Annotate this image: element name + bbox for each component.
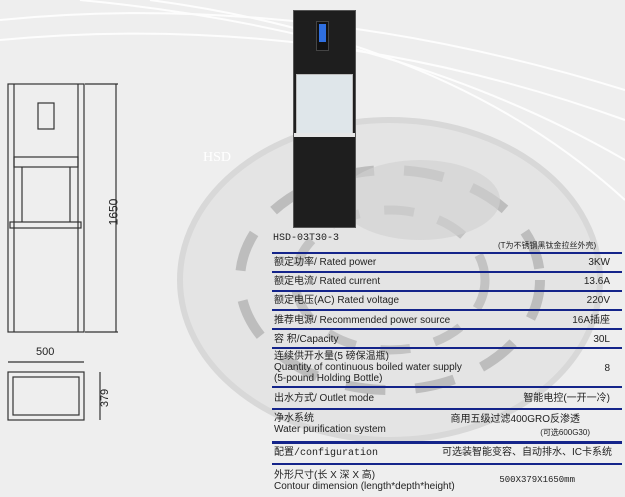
dispensing-area (296, 74, 353, 134)
spec-label: 额定电压(AC) Rated voltage (274, 295, 400, 306)
water-dispenser-image (293, 10, 356, 228)
display-screen (316, 21, 329, 51)
spec-value: 商用五级过滤400GRO反渗透 (450, 414, 580, 425)
spec-value: 8 (604, 363, 610, 374)
spec-label: 额定电流/ Rated current (274, 276, 381, 287)
spec-row: 外形尺寸(长 X 深 X 高) Contour dimension (lengt… (274, 470, 620, 492)
spec-row: 连续供开水量(5 磅保温瓶) Quantity of continuous bo… (274, 351, 620, 384)
watermark: HSD (203, 150, 232, 165)
spec-label: 配置/configuration (274, 448, 379, 459)
spec-label: 推荐电源/ Recommended power source (274, 315, 451, 326)
spec-label: 净水系统 (274, 413, 314, 424)
spec-value: 3KW (588, 257, 610, 268)
spec-row: 推荐电源/ Recommended power source 16A插座 (274, 315, 620, 326)
depth-dimension: 379 (99, 388, 112, 408)
spec-row: 出水方式/ Outlet mode 智能电控(一开一冷) (274, 393, 620, 404)
spec-row: 额定功率/ Rated power 3KW (274, 257, 620, 268)
spec-label: 出水方式/ Outlet mode (274, 393, 375, 404)
spec-row: 额定电压(AC) Rated voltage 220V (274, 295, 620, 306)
spec-value: 可选装智能变容、自动排水、IC卡系统 (442, 447, 612, 458)
spec-row: 额定电流/ Rated current 13.6A (274, 276, 620, 287)
spec-value: 16A插座 (572, 315, 610, 326)
spec-value: 220V (586, 295, 610, 306)
spec-row: 配置/configuration 可选装智能变容、自动排水、IC卡系统 (274, 447, 620, 459)
spec-label: 外形尺寸(长 X 深 X 高) (274, 470, 376, 481)
shell-note: (T为不锈钢黑钛金拉丝外壳) (498, 241, 597, 250)
spec-label-en: Quantity of continuous boiled water supp… (274, 362, 462, 373)
spec-label-en: Contour dimension (length*depth*height) (274, 481, 455, 492)
spec-label-en: (5-pound Holding Bottle) (274, 373, 383, 384)
spec-label-en: Water purification system (274, 424, 386, 435)
spec-value: 13.6A (583, 276, 610, 287)
spec-label: 额定功率/ Rated power (274, 257, 377, 268)
spec-row: 容 积/Capacity 30L (274, 334, 620, 345)
technical-drawing (7, 83, 118, 421)
spec-value: 智能电控(一开一冷) (523, 393, 610, 404)
spec-row: 净水系统 Water purification system 商用五级过滤400… (274, 413, 620, 437)
spec-value: 500X379X1650mm (499, 475, 575, 485)
model-label: HSD-03T30-3 (273, 233, 340, 244)
spec-value-note: (可选600G30) (540, 428, 590, 437)
width-dimension: 500 (36, 346, 55, 358)
spec-label: 连续供开水量(5 磅保温瓶) (274, 351, 389, 362)
height-dimension: 1650 (106, 198, 121, 226)
spec-value: 30L (593, 334, 610, 345)
spec-label: 容 积/Capacity (274, 334, 339, 345)
